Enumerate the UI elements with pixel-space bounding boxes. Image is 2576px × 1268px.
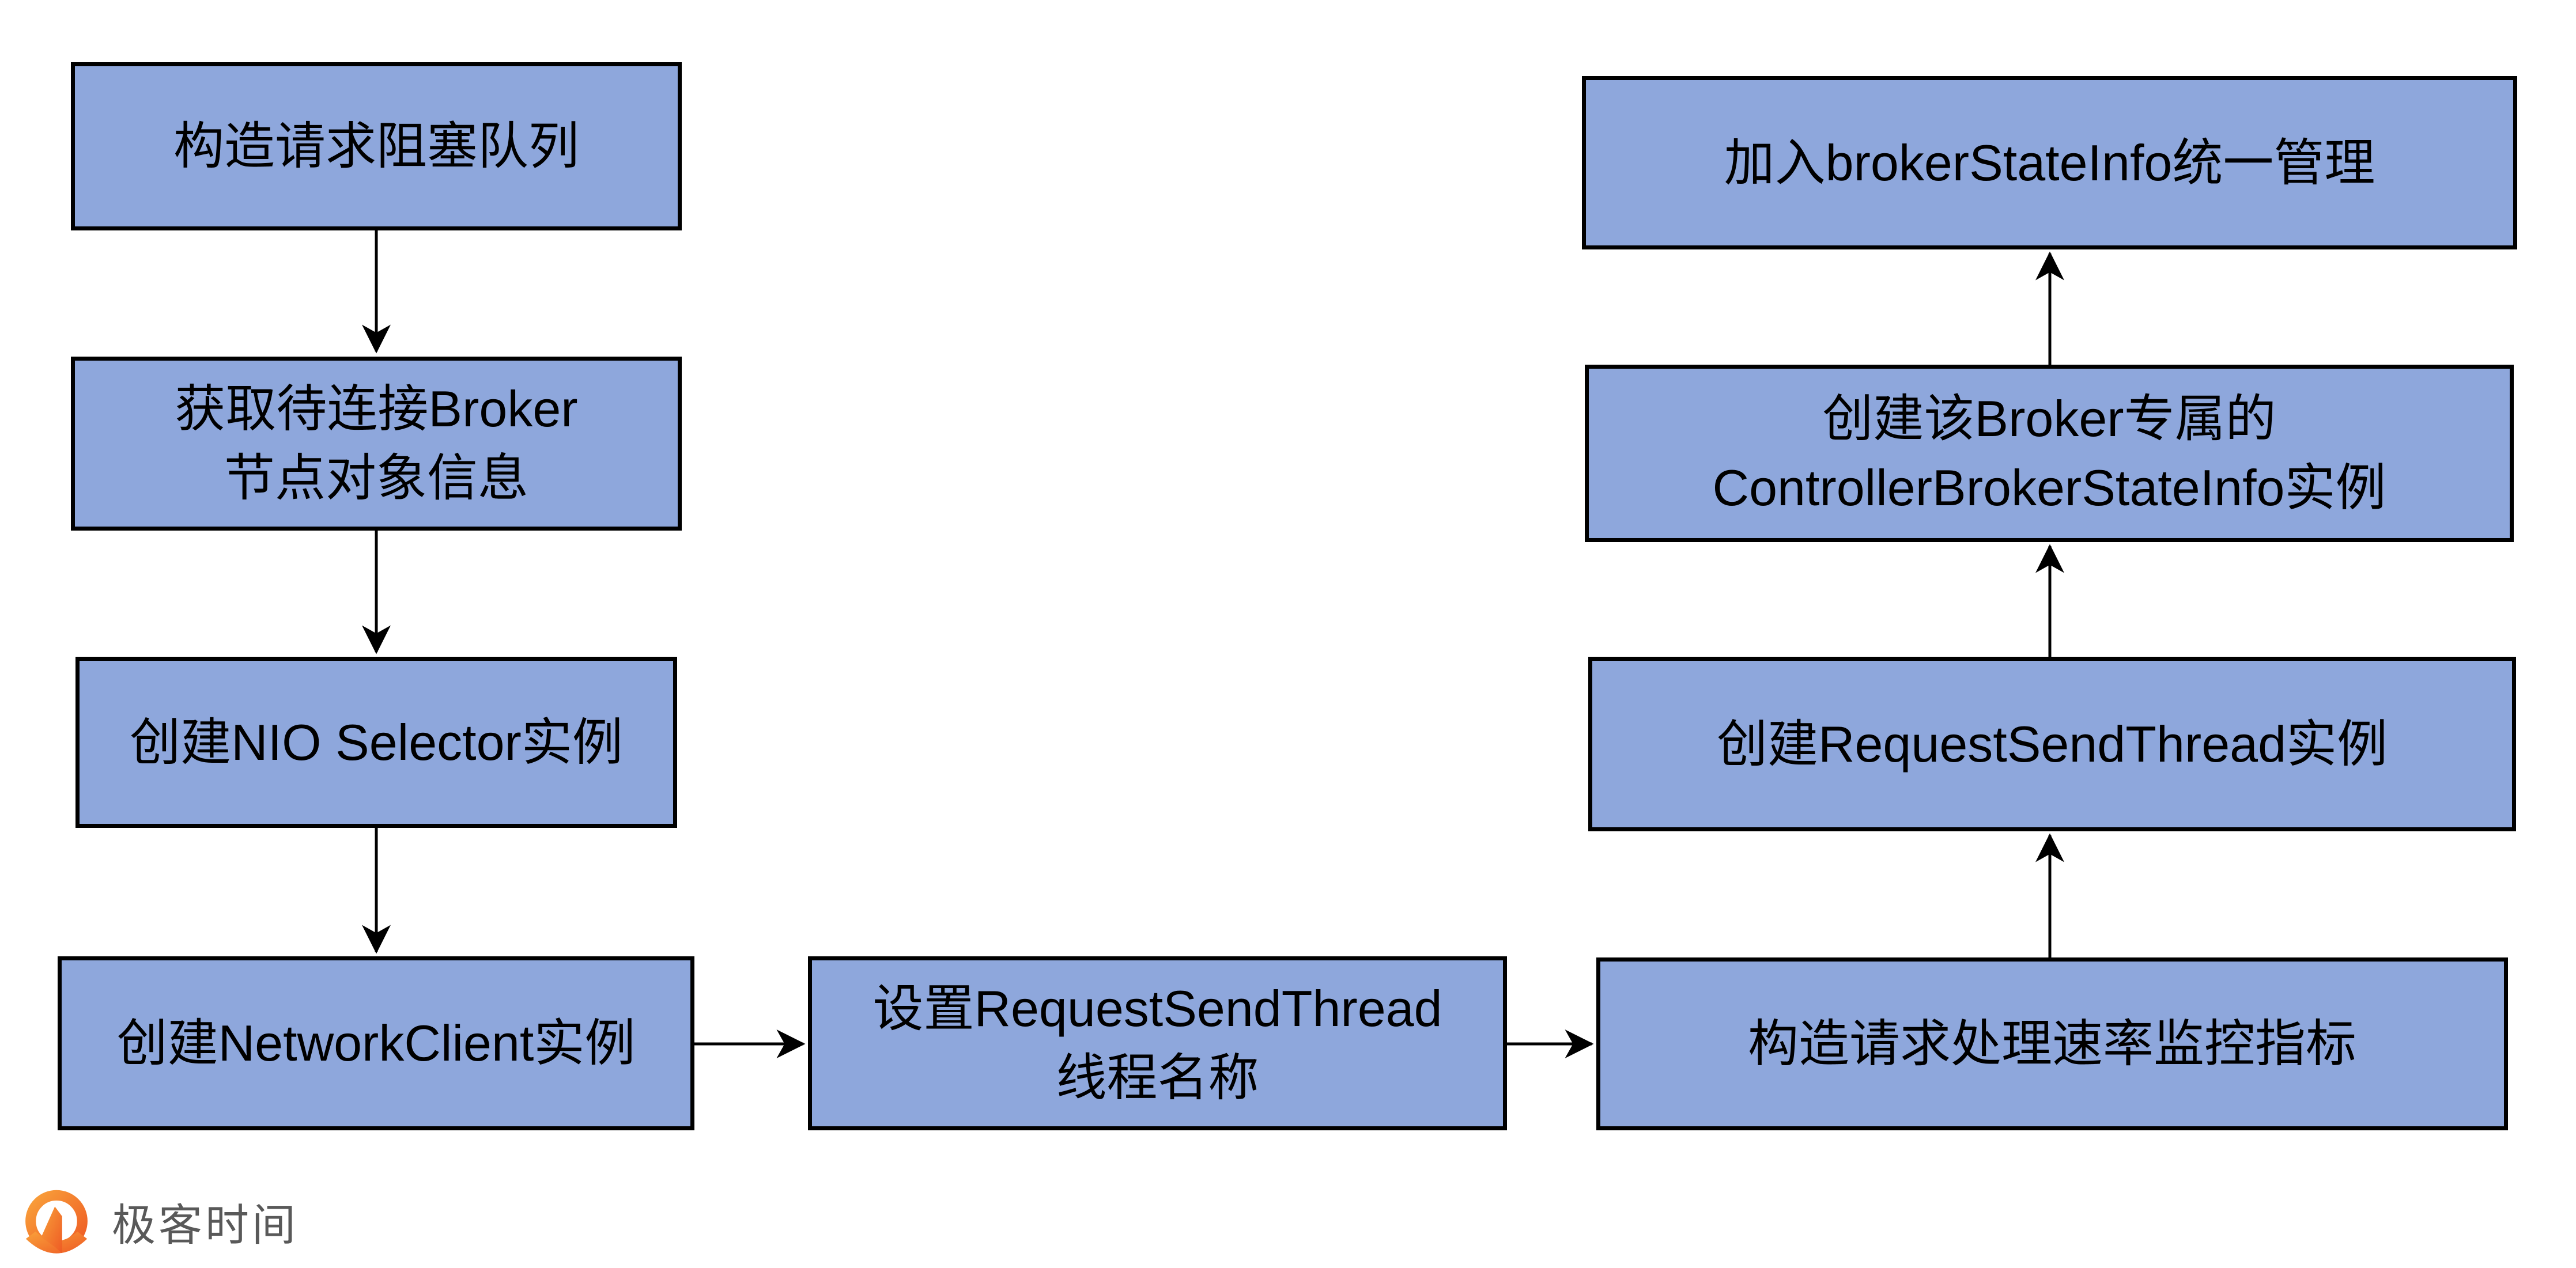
flow-node-label: 创建RequestSendThread实例 [1716,715,2388,773]
flow-node-label: 获取待连接Broker 节点对象信息 [175,380,578,506]
flow-node-add-to-broker-state-info: 加入brokerStateInfo统一管理 [1582,76,2517,249]
flow-node-label: 创建NetworkClient实例 [116,1015,636,1072]
flow-node-label: 构造请求阻塞队列 [173,118,579,175]
flow-node-get-broker-node-info: 获取待连接Broker 节点对象信息 [71,357,682,531]
flow-node-label: 设置RequestSendThread 线程名称 [872,980,1442,1106]
flow-node-label: 创建NIO Selector实例 [130,713,623,771]
flow-node-build-request-queue: 构造请求阻塞队列 [71,62,682,230]
flow-node-create-nio-selector: 创建NIO Selector实例 [75,657,677,828]
geektime-pin-icon [25,1190,88,1265]
flow-node-create-request-send-thread: 创建RequestSendThread实例 [1588,657,2516,831]
flow-node-set-request-send-thread-name: 设置RequestSendThread 线程名称 [808,956,1507,1130]
flow-node-label: 创建该Broker专属的 ControllerBrokerStateInfo实例 [1712,390,2386,516]
flow-node-build-rate-monitor-metrics: 构造请求处理速率监控指标 [1596,957,2508,1130]
flow-node-create-controller-broker-state-info: 创建该Broker专属的 ControllerBrokerStateInfo实例 [1585,365,2514,542]
flow-node-label: 构造请求处理速率监控指标 [1747,1015,2356,1073]
geektime-logo-text: 极客时间 [112,1201,299,1250]
flow-node-label: 加入brokerStateInfo统一管理 [1724,134,2375,191]
geektime-logo: 极客时间 [16,1186,299,1266]
flow-node-create-network-client: 创建NetworkClient实例 [58,956,694,1130]
